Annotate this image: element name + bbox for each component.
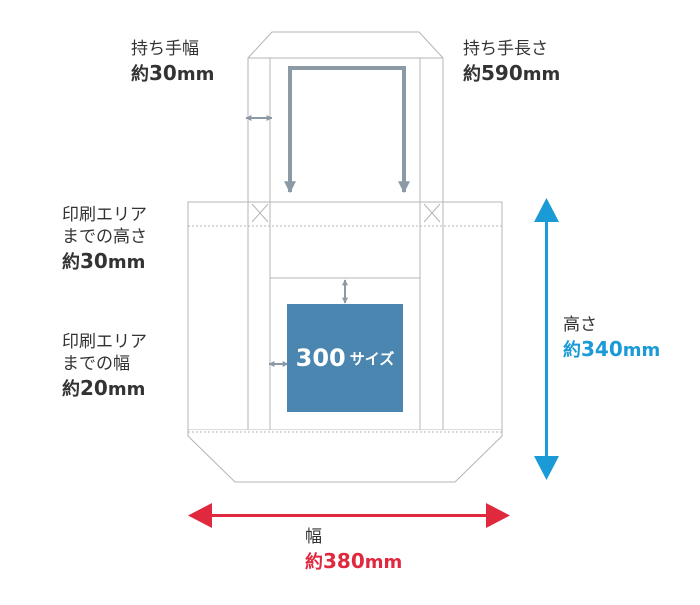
height-label: 高さ 約340mm <box>563 314 660 362</box>
width-title: 幅 <box>305 527 322 547</box>
print-top-label: 印刷エリア までの高さ 約30mm <box>62 204 147 275</box>
handle-length-label: 持ち手長さ 約590mm <box>463 38 560 86</box>
print-area-size-number: 300 <box>295 344 346 372</box>
width-arrow <box>188 503 510 528</box>
stitch-cross-right <box>423 203 441 223</box>
print-top-line2: までの高さ <box>62 227 147 248</box>
height-title: 高さ <box>563 315 597 335</box>
print-side-label: 印刷エリア までの幅 約20mm <box>62 331 147 402</box>
print-side-line1: 印刷エリア <box>62 332 147 352</box>
width-value: 約380mm <box>305 549 403 574</box>
print-top-line1: 印刷エリア <box>62 205 147 225</box>
handle-length-title: 持ち手長さ <box>463 39 548 59</box>
handle-length-arrow <box>284 66 410 194</box>
print-side-value: 約20mm <box>62 376 146 401</box>
print-side-line2: までの幅 <box>62 354 130 375</box>
handle-width-value: 約30mm <box>131 61 215 86</box>
handle-width-title: 持ち手幅 <box>131 39 199 59</box>
handle-length-value: 約590mm <box>463 61 561 86</box>
stitch-cross-left <box>251 203 269 223</box>
bag-gusset <box>187 430 503 483</box>
print-top-value: 約30mm <box>62 249 146 274</box>
height-arrow <box>534 198 559 480</box>
handle-width-label: 持ち手幅 約30mm <box>131 38 214 86</box>
print-area-size-suffix: サイズ <box>349 349 395 368</box>
height-value: 約340mm <box>563 337 661 362</box>
width-label: 幅 約380mm <box>305 526 402 574</box>
print-area: 300 サイズ <box>287 304 403 412</box>
